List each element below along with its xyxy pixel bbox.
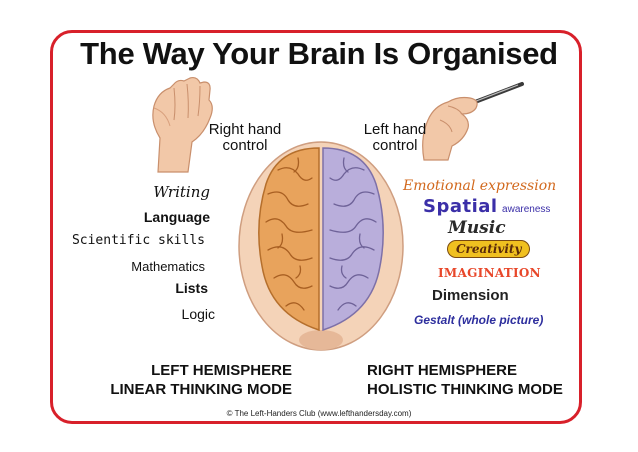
hand-with-pen-icon (422, 82, 524, 161)
skill-gestalt: Gestalt (whole picture) (414, 313, 544, 327)
footer-credit: © The Left-Handers Club (www.lefthanders… (226, 409, 412, 418)
skill-awareness: awareness (502, 204, 551, 215)
left-hemisphere-label: LEFT HEMISPHERE LINEAR THINKING MODE (110, 362, 292, 398)
skill-mathematics: Mathematics (131, 259, 205, 274)
skill-scientific: Scientific skills (71, 233, 205, 248)
hand-icon (152, 76, 213, 173)
right-hemisphere-label: RIGHT HEMISPHERE HOLISTIC THINKING MODE (367, 362, 563, 398)
skill-language: Language (143, 209, 210, 225)
skill-logic: Logic (181, 306, 215, 322)
skill-spatial: Spatial (423, 196, 498, 217)
left-hand-control-label: Left hand control (363, 121, 427, 154)
skill-writing: Writing (153, 183, 210, 201)
red-border-frame (50, 30, 582, 424)
skill-spatial-awareness: Spatial awareness (423, 196, 550, 217)
skill-imagination: IMAGINATION (438, 266, 541, 280)
page-title: The Way Your Brain Is Organised (80, 36, 558, 71)
skill-creativity: Creativity (447, 240, 531, 258)
skill-music: Music (448, 218, 506, 238)
right-hand-control-label: Right hand control (208, 121, 282, 154)
brain-icon (238, 141, 404, 351)
skill-dimension: Dimension (432, 287, 509, 304)
skill-lists: Lists (175, 280, 208, 296)
skill-emotional-expression: Emotional expression (403, 178, 557, 194)
